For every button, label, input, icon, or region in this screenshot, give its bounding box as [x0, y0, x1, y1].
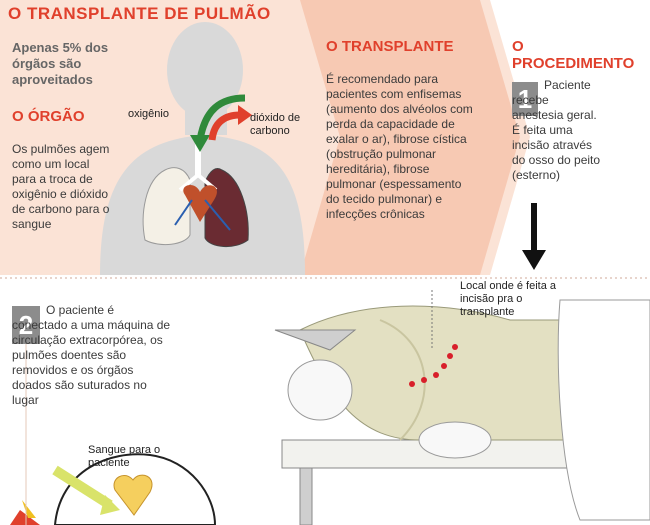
- circulation-detail-icon: [10, 453, 217, 525]
- page-title: O TRANSPLANTE DE PULMÃO: [8, 4, 271, 23]
- blood-label: Sangue para o paciente: [88, 444, 161, 469]
- procedure-title: O PROCEDIMENTO: [512, 38, 635, 72]
- procedure-down-arrow-icon: [522, 203, 546, 270]
- co2-label: dióxido de carbono: [250, 112, 301, 137]
- step-2-badge: 2: [12, 306, 40, 344]
- transplant-chevron-panel: [300, 0, 520, 275]
- lungs-icon: [142, 140, 249, 247]
- step-1-badge: 1: [512, 82, 538, 116]
- patient-body-icon: [274, 299, 650, 521]
- co2-arrow-icon: [208, 105, 252, 141]
- organ-title: O ÓRGÃO: [12, 108, 85, 125]
- oxygen-label: oxigênio: [128, 108, 169, 120]
- transplant-text: É recomendado para pacientes com enfisem…: [326, 72, 473, 221]
- organ-text: Os pulmões agem como um local para a tro…: [12, 142, 110, 231]
- organ-stat: Apenas 5% dos órgãos são aproveitados: [12, 40, 109, 87]
- heart-icon: [174, 184, 231, 231]
- incision-label: Local onde é feita a incisão pra o trans…: [460, 280, 557, 318]
- step-2-text: O paciente é conectado a uma máquina de …: [12, 303, 171, 407]
- procedure-panel: [490, 0, 650, 275]
- transplant-title: O TRANSPLANTE: [326, 38, 454, 55]
- step-1-text: Paciente recebe anestesia geral. É feita…: [512, 78, 601, 182]
- incision-dots: [409, 344, 458, 387]
- oxygen-arrow-icon: [190, 94, 246, 152]
